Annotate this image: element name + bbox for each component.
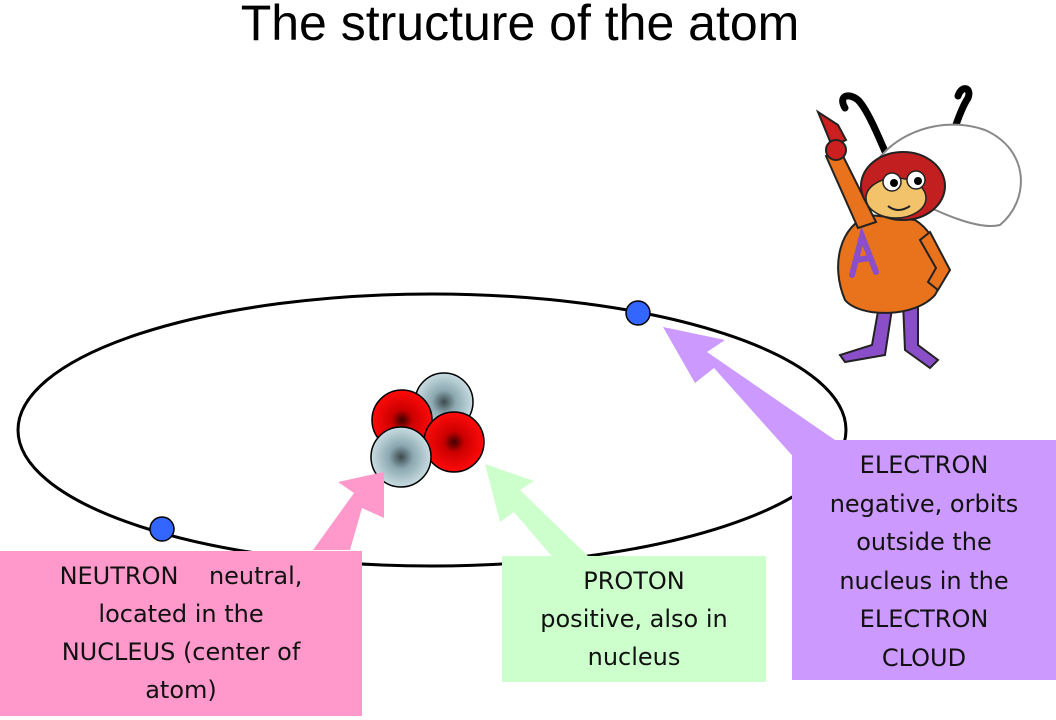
electron-arrow (663, 327, 835, 462)
neutron-arrow (313, 472, 384, 550)
neutron-label-line: NUCLEUS (center of (61, 638, 301, 666)
electron-label-line: CLOUD (881, 643, 967, 672)
proton-particle (423, 411, 485, 473)
neutron-particle (370, 426, 432, 488)
electron-label-line: ELECTRON (859, 605, 989, 633)
neutron-label-box: NEUTRON neutral, located in the NUCLEUS … (0, 551, 362, 716)
neutron-label-line: located in the (98, 600, 264, 628)
electron-label-line: ELECTRON (859, 451, 989, 479)
electron-label-box: ELECTRON negative, orbits outside the nu… (792, 440, 1056, 680)
nucleus (370, 372, 485, 488)
electron-label-line: outside the (856, 528, 992, 556)
proton-label-box: PROTON positive, also in nucleus (502, 556, 766, 682)
atom-ant-mascot (815, 85, 1022, 370)
electron-label-line: nucleus in the (839, 566, 1009, 595)
electron-label-line: negative, orbits (829, 489, 1019, 518)
proton-label-line: positive, also in (540, 605, 728, 633)
proton-arrow (485, 464, 592, 560)
neutron-label-line: atom) (145, 676, 217, 704)
proton-label-line: PROTON (583, 567, 685, 595)
electron-bottom (149, 516, 175, 542)
page-title: The structure of the atom (240, 0, 800, 51)
neutron-label-line: NEUTRON neutral, (59, 562, 303, 590)
electron-top (625, 300, 651, 326)
electron-orbit (16, 292, 848, 568)
proton-label-line: nucleus (587, 643, 681, 671)
